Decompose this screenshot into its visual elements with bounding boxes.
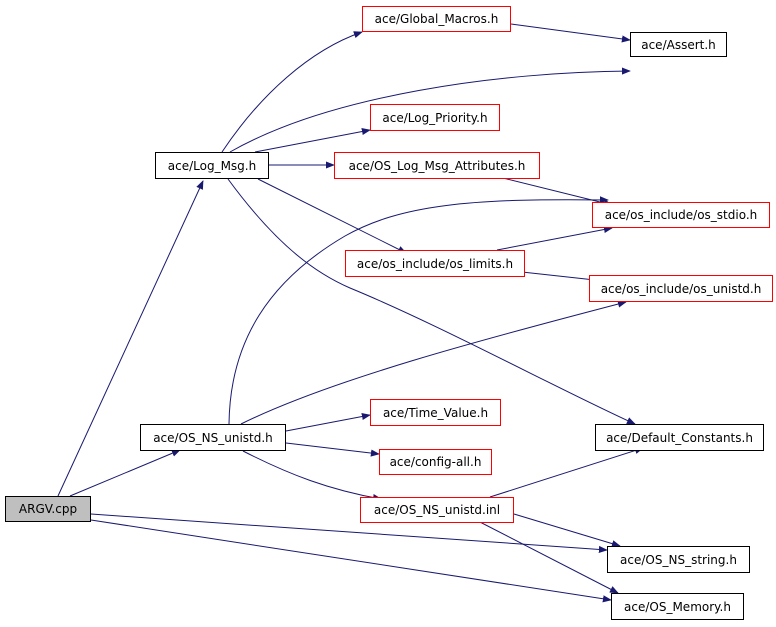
- node-os-ns-string[interactable]: ace/OS_NS_string.h: [607, 546, 750, 573]
- edge-os-ns-unistd-to-os-stdio: [228, 196, 609, 425]
- edge-argv-to-log-msg: [57, 180, 204, 497]
- edge-os-log-msg-attributes-to-os-stdio: [502, 177, 613, 207]
- edge-os-ns-unistd-inl-to-os-memory: [477, 520, 619, 594]
- edge-log-msg-to-os-limits: [257, 178, 407, 254]
- node-log-msg[interactable]: ace/Log_Msg.h: [155, 152, 269, 179]
- edge-os-ns-unistd-to-time-value: [285, 412, 371, 432]
- edge-argv-to-os-ns-string: [90, 513, 608, 554]
- edge-log-msg-to-log-priority: [254, 127, 371, 153]
- edge-log-msg-to-assert: [229, 67, 631, 153]
- node-os-log-msg-attributes[interactable]: ace/OS_Log_Msg_Attributes.h: [334, 152, 540, 179]
- edge-log-msg-to-default-constants: [227, 178, 636, 425]
- edge-os-limits-to-os-stdio: [496, 225, 613, 251]
- edge-argv-to-os-ns-unistd: [69, 449, 181, 497]
- edge-log-msg-to-global-macros: [221, 31, 363, 153]
- node-time-value[interactable]: ace/Time_Value.h: [370, 399, 501, 426]
- edge-os-ns-unistd-to-os-ns-unistd-inl: [242, 450, 382, 502]
- node-config-all[interactable]: ace/config-all.h: [379, 449, 492, 475]
- edge-os-ns-unistd-to-config-all: [285, 442, 380, 457]
- edge-global-macros-to-assert: [510, 23, 631, 43]
- node-os-stdio[interactable]: ace/os_include/os_stdio.h: [592, 202, 770, 228]
- node-log-priority[interactable]: ace/Log_Priority.h: [370, 104, 500, 131]
- node-assert[interactable]: ace/Assert.h: [630, 32, 727, 57]
- edge-os-ns-unistd-inl-to-default-constants: [489, 447, 644, 498]
- node-os-limits[interactable]: ace/os_include/os_limits.h: [345, 250, 525, 277]
- edge-argv-to-os-memory: [90, 519, 612, 603]
- node-os-unistd[interactable]: ace/os_include/os_unistd.h: [589, 275, 773, 302]
- node-os-memory[interactable]: ace/OS_Memory.h: [611, 593, 744, 620]
- node-global-macros[interactable]: ace/Global_Macros.h: [362, 6, 511, 32]
- node-os-ns-unistd-inl[interactable]: ace/OS_NS_unistd.inl: [360, 497, 514, 523]
- node-default-constants[interactable]: ace/Default_Constants.h: [595, 424, 764, 451]
- node-os-ns-unistd[interactable]: ace/OS_NS_unistd.h: [140, 424, 286, 451]
- edge-os-ns-unistd-inl-to-os-ns-string: [513, 513, 621, 548]
- node-argv-cpp: ARGV.cpp: [5, 496, 91, 522]
- edge-os-ns-unistd-to-os-unistd: [240, 300, 627, 425]
